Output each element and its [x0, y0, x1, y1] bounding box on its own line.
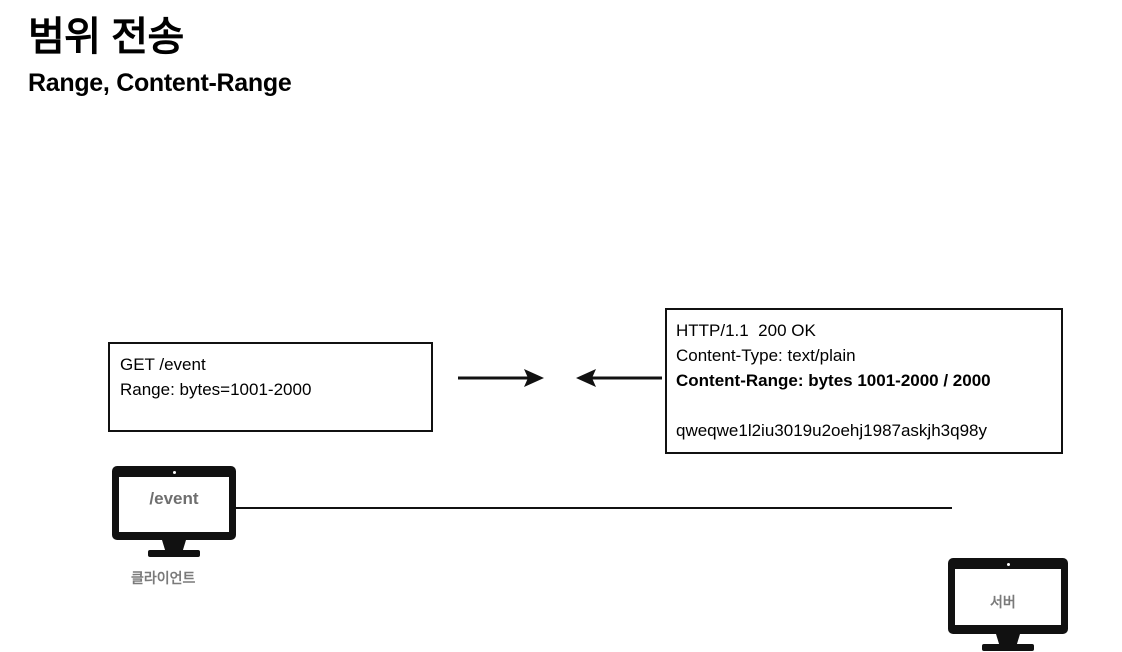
server-monitor-screen [955, 569, 1061, 625]
arrow-right-icon [458, 369, 544, 387]
response-header-content-range: Content-Range: bytes 1001-2000 / 2000 [676, 371, 991, 390]
server-label: 서버 [990, 594, 1016, 610]
response-header-content-type: Content-Type: text/plain [676, 346, 856, 365]
arrow-left-icon [576, 369, 662, 387]
page-title: 범위 전송 [28, 15, 184, 59]
page-subtitle: Range, Content-Range [28, 69, 292, 97]
client-label: 클라이언트 [131, 570, 196, 586]
client-monitor-base [148, 550, 200, 557]
response-body-text: qweqwe1l2iu3019u2oehj1987askjh3q98y [676, 421, 987, 440]
http-response-message-box: HTTP/1.1 200 OK Content-Type: text/plain… [665, 308, 1063, 454]
client-camera-dot-icon [173, 471, 176, 474]
server-monitor-base [982, 644, 1034, 651]
response-arrow [576, 366, 662, 390]
http-request-message-box: GET /event Range: bytes=1001-2000 [108, 342, 433, 432]
client-monitor-screen: /event [119, 477, 229, 532]
title-block: 범위 전송 Range, Content-Range [28, 14, 728, 98]
client-monitor: /event [112, 466, 236, 558]
server-camera-dot-icon [1007, 563, 1010, 566]
client-monitor-neck [162, 540, 186, 551]
request-header-range: Range: bytes=1001-2000 [120, 380, 312, 399]
network-link [232, 507, 952, 509]
response-status-line: HTTP/1.1 200 OK [676, 321, 816, 340]
client-screen-label: /event [149, 489, 199, 508]
request-arrow [458, 366, 544, 390]
request-line-start: GET /event [120, 355, 206, 374]
